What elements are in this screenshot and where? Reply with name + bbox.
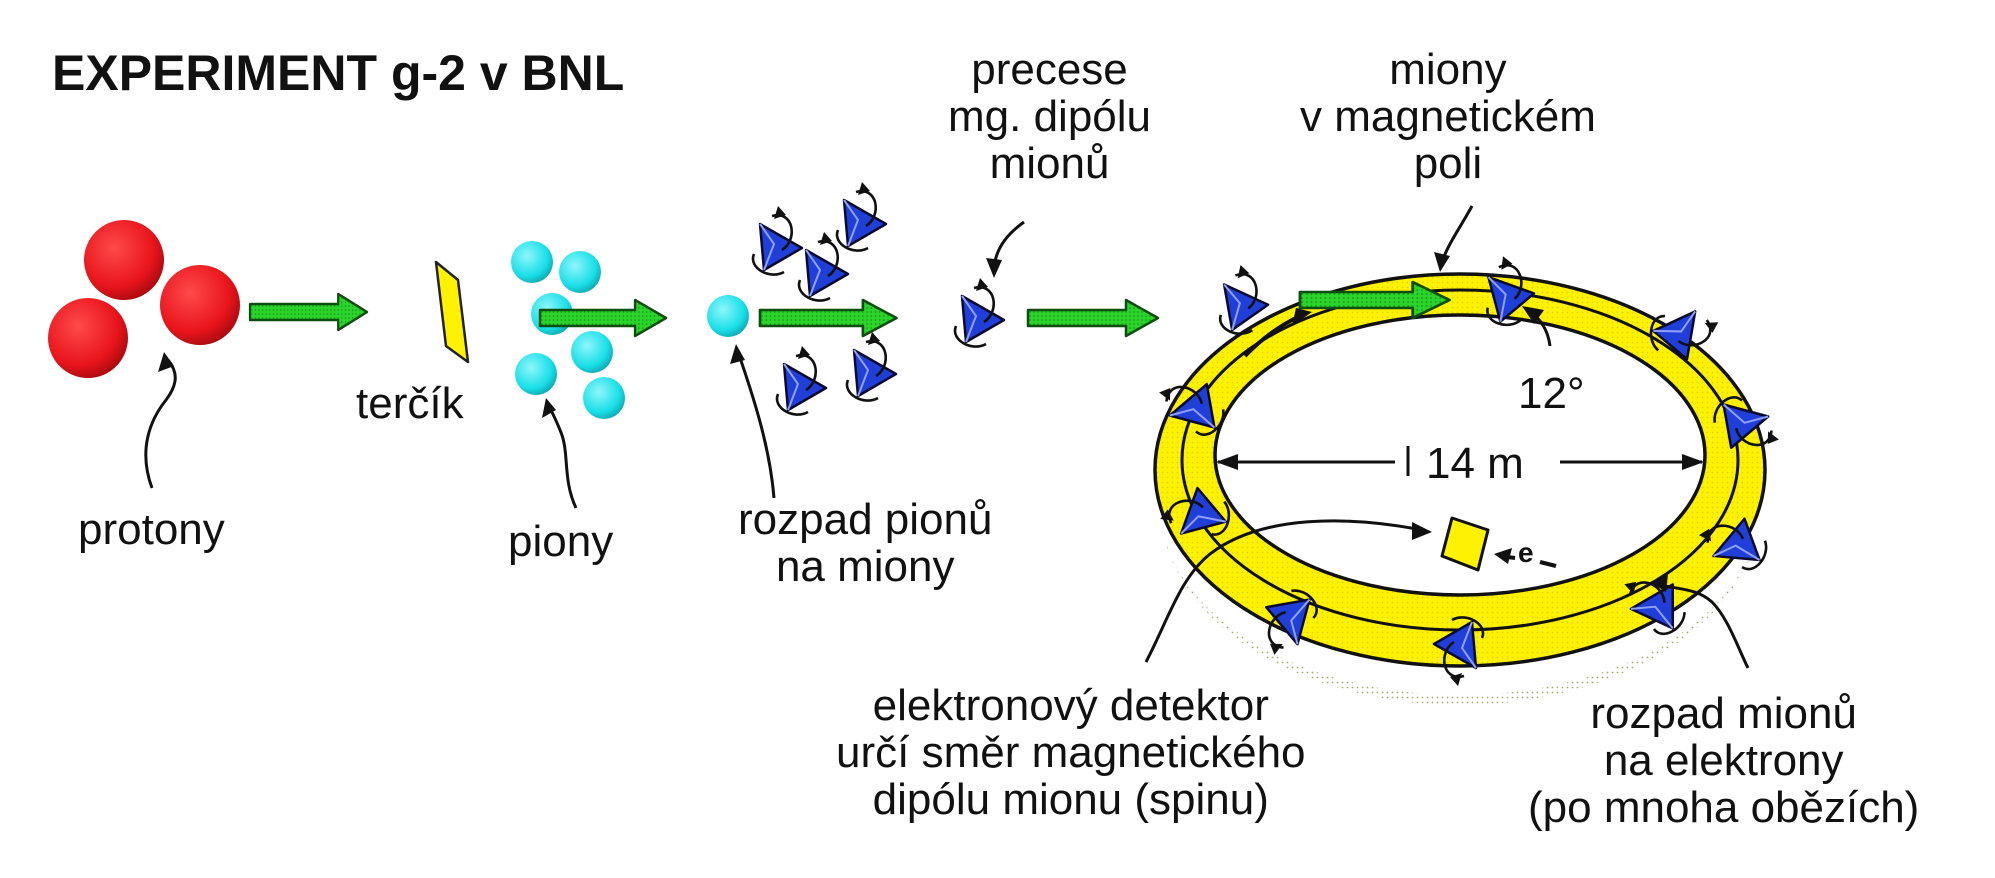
label-line: poli (1413, 139, 1483, 188)
label-pions: piony (508, 517, 614, 566)
pointer-pions (546, 403, 578, 509)
label-line: mg. dipólu (948, 92, 1152, 141)
label-electron: e (1518, 537, 1534, 568)
electron-detector (1440, 516, 1490, 572)
pion (583, 377, 625, 419)
electron-track-arrowhead (1494, 548, 1512, 564)
label-target: terčík (356, 379, 464, 428)
label-line: dipólu mionu (spinu) (872, 775, 1269, 824)
muon-icon (775, 344, 828, 416)
diagram-title: EXPERIMENT g-2 v BNL (52, 45, 625, 101)
label-precession: precese mg. dipólu mionů (948, 46, 1151, 187)
electron-track (1539, 560, 1557, 568)
pointer-muon-decay-head (1650, 574, 1668, 592)
diameter-arrowhead-right (1682, 454, 1704, 470)
target-plate (434, 260, 470, 364)
pointer-angle-head (1522, 306, 1544, 324)
label-line: miony (1389, 45, 1507, 94)
label-line: rozpad pionů (738, 495, 993, 544)
pointer-pion-decay (736, 351, 776, 499)
muon-icon (845, 330, 898, 402)
diameter-arrowhead-left (1216, 454, 1238, 470)
pointer-protons (144, 359, 177, 489)
storage-ring (1153, 272, 1767, 705)
pointer-field (1440, 205, 1474, 263)
label-angle: 12° (1518, 369, 1585, 418)
precessing-muon-icon (953, 276, 1006, 348)
orbit-direction-arrowhead (1292, 308, 1312, 326)
proton (84, 220, 164, 300)
pion (559, 251, 601, 293)
label-protons: protony (78, 505, 225, 554)
decaying-pion (707, 295, 749, 337)
label-line: na miony (775, 542, 955, 591)
pion-cluster (511, 241, 625, 419)
label-line: (po mnoha obězích) (1528, 783, 1920, 832)
pointer-detector-head (1412, 522, 1432, 540)
label-line: v magnetickém (1300, 92, 1596, 141)
label-line: rozpad mionů (1590, 689, 1857, 738)
label-line: mionů (989, 139, 1110, 188)
proton-cluster (48, 220, 240, 378)
pointer-detector (1144, 519, 1423, 663)
label-muon-decay: rozpad mionů na elektrony (po mnoha oběz… (1528, 690, 1919, 831)
pointer-precession-head (986, 258, 1002, 278)
pointer-protons-head (158, 352, 174, 372)
label-muons-in-field: miony v magnetickém poli (1300, 46, 1596, 187)
label-line: určí směr magnetického (836, 728, 1306, 777)
label-line: precese (971, 45, 1128, 94)
pointer-field-head (1434, 252, 1450, 272)
pointer-pions-head (542, 398, 556, 418)
muon-icon (835, 180, 888, 252)
proton (160, 265, 240, 345)
muon-icon (751, 204, 804, 276)
label-line: elektronový detektor (872, 681, 1269, 730)
label-diameter: 14 m (1426, 439, 1524, 488)
pointer-pion-decay-head (730, 344, 745, 364)
pion (571, 331, 613, 373)
label-line: na elektrony (1603, 736, 1844, 785)
label-pion-decay: rozpad pionů na miony (738, 496, 992, 590)
beam-arrow (248, 292, 369, 332)
pion (515, 353, 557, 395)
pointer-muon-decay (1655, 582, 1750, 669)
pion (511, 241, 553, 283)
proton (48, 298, 128, 378)
beam-arrow (1026, 298, 1160, 338)
label-detector: elektronový detektor určí směr magnetick… (836, 682, 1306, 823)
produced-muons (751, 180, 898, 416)
beam-arrow (758, 298, 898, 338)
